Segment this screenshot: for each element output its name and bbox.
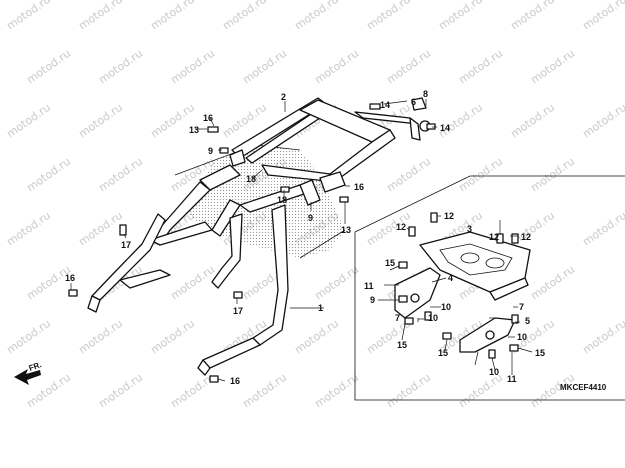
watermark-text: motod.ru	[384, 155, 433, 195]
watermark-text: motod.ru	[148, 0, 197, 32]
watermark-text: motod.ru	[96, 371, 145, 411]
watermark-text: motod.ru	[168, 263, 217, 303]
watermark-text: motod.ru	[384, 47, 433, 87]
callout-7a: 7	[519, 302, 524, 312]
watermark-text: motod.ru	[364, 0, 413, 32]
callout-12a: 12	[444, 211, 454, 221]
part-4-bracket	[394, 267, 441, 319]
part-2-upper-frame	[229, 97, 396, 193]
callout-14b: 14	[440, 123, 450, 133]
inset-box	[354, 175, 625, 401]
watermark-text: motod.ru	[436, 0, 485, 32]
callout-2: 2	[281, 92, 286, 102]
callout-9c: 9	[370, 295, 375, 305]
callout-10c: 10	[517, 332, 527, 342]
watermark-text: motod.ru	[4, 209, 53, 249]
watermark-text: motod.ru	[96, 47, 145, 87]
bolt-group	[68, 103, 519, 383]
callout-9b: 9	[308, 213, 313, 223]
callout-17b: 17	[233, 306, 243, 316]
watermark-text: motod.ru	[24, 155, 73, 195]
callout-10a: 10	[441, 302, 451, 312]
watermark-text: motod.ru	[436, 101, 485, 141]
callout-1: 1	[318, 303, 323, 313]
direction-label: FR.	[28, 360, 43, 373]
watermark-text: motod.ru	[168, 47, 217, 87]
watermark-text: motod.ru	[456, 155, 505, 195]
callout-8: 8	[423, 89, 428, 99]
leader-lines	[70, 99, 533, 382]
callout-15c: 15	[438, 348, 448, 358]
watermark-text: motod.ru	[4, 101, 53, 141]
watermark-text: motod.ru	[580, 0, 625, 32]
watermark-text: motod.ru	[312, 371, 361, 411]
callout-3: 3	[467, 224, 472, 234]
watermark-text: motod.ru	[76, 317, 125, 357]
watermark-text: motod.ru	[312, 263, 361, 303]
watermark-text: motod.ru	[4, 0, 53, 32]
callout-16c: 16	[65, 273, 75, 283]
callout-18b: 18	[277, 195, 287, 205]
watermark-text: motod.ru	[312, 47, 361, 87]
watermark-text: motod.ru	[220, 0, 269, 32]
callout-18a: 18	[246, 174, 256, 184]
watermark-text: motod.ru	[96, 155, 145, 195]
callout-13b: 13	[341, 225, 351, 235]
callout-10d: 10	[489, 367, 499, 377]
watermark-text: motod.ru	[508, 0, 557, 32]
callout-4: 4	[448, 273, 453, 283]
watermark-text: motod.ru	[240, 371, 289, 411]
callout-15d: 15	[535, 348, 545, 358]
part-1-subframe	[87, 164, 321, 376]
callout-7b: 7	[395, 313, 400, 323]
callout-17a: 17	[121, 240, 131, 250]
watermark-text: motod.ru	[76, 0, 125, 32]
part-6-grab-rail	[354, 97, 431, 141]
watermark-text: motod.ru	[24, 47, 73, 87]
watermark-text: motod.ru	[240, 47, 289, 87]
callout-labels: 1 2 3 4 5 6 7 7 8 9 9 9 10 10 10 10 11 1…	[65, 89, 545, 386]
callout-11b: 11	[507, 374, 517, 384]
callout-12d: 12	[521, 232, 531, 242]
watermark-text: motod.ru	[384, 371, 433, 411]
callout-10b: 10	[428, 313, 438, 323]
watermark-text: motod.ru	[528, 155, 577, 195]
callout-13a: 13	[189, 125, 199, 135]
watermark-text: motod.ru	[580, 101, 625, 141]
part-3-carrier-plate	[419, 231, 531, 301]
callout-14a: 14	[380, 100, 390, 110]
callout-12c: 12	[489, 232, 499, 242]
callout-9a: 9	[208, 146, 213, 156]
watermark-text: motod.ru	[528, 47, 577, 87]
callout-15a: 15	[385, 258, 395, 268]
callout-11a: 11	[364, 281, 374, 291]
watermark-text: motod.ru	[76, 101, 125, 141]
callout-6: 6	[411, 97, 416, 107]
callout-15b: 15	[397, 340, 407, 350]
callout-16d: 16	[230, 376, 240, 386]
diagram-code: MKCEF4410	[560, 383, 607, 392]
callout-16b: 16	[354, 182, 364, 192]
watermark-text: motod.ru	[508, 101, 557, 141]
front-direction-arrow	[14, 369, 41, 385]
watermark-text: motod.ru	[456, 47, 505, 87]
watermark-text: motod.ru	[580, 209, 625, 249]
watermark-text: motod.ru	[292, 0, 341, 32]
watermark-text: motod.ru	[4, 317, 53, 357]
callout-16a: 16	[203, 113, 213, 123]
watermark-text: motod.ru	[292, 317, 341, 357]
watermark-text: motod.ru	[148, 317, 197, 357]
callout-5: 5	[525, 316, 530, 326]
callout-12b: 12	[396, 222, 406, 232]
watermark-text: motod.ru	[76, 209, 125, 249]
watermark-text: motod.ru	[580, 317, 625, 357]
watermark-text: motod.ru	[528, 263, 577, 303]
